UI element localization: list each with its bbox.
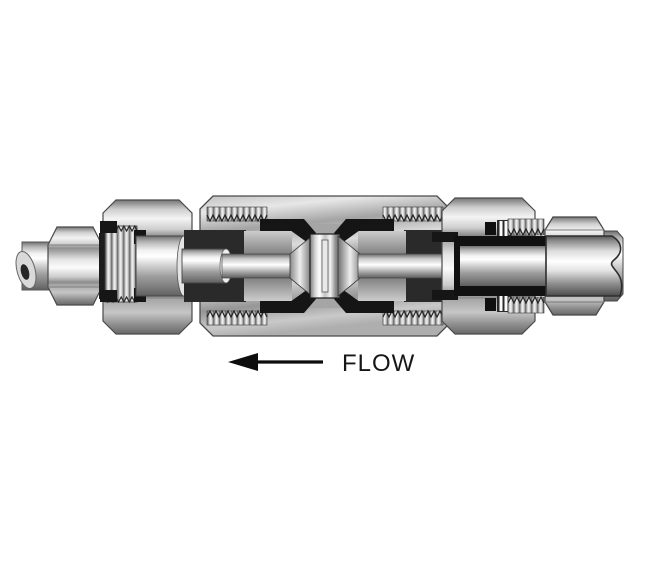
gland-threads-right-top-crest: [507, 227, 545, 237]
tube-wall-section-top: [454, 236, 548, 246]
poppet-slot: [321, 239, 329, 293]
thread-relief-left-bottom: [100, 290, 117, 302]
ferrule-back-top: [485, 222, 496, 235]
tube-nut-small-hex-edges: [48, 244, 102, 288]
tube-nut-right-hex-edges: [545, 229, 604, 303]
tube-outer-with-break: [545, 235, 623, 297]
gland-threads-right-bottom: [507, 296, 545, 314]
left-assembly: [15, 199, 193, 335]
body-internal-threads: [206, 206, 444, 326]
flow-label: FLOW: [342, 350, 415, 377]
cavity-bar-top-left: [260, 219, 298, 231]
nut-thread-gap-left: [99, 233, 105, 299]
cavity-bar-bottom-left: [260, 301, 298, 313]
cavity-bar-top-right: [352, 219, 394, 231]
thread-relief-left-top: [100, 221, 117, 233]
tube-right: [432, 232, 623, 300]
body-threads-bottom-left-crest: [206, 309, 268, 319]
tube-seat-step-top: [432, 232, 458, 242]
bonnet-panel-left-top: [244, 231, 292, 255]
bonnet-panel-left-bottom: [244, 277, 292, 301]
tube-nut-small-left: [47, 226, 103, 306]
ferrule-tick-bottom-2: [504, 296, 508, 311]
gland-threads-right-top: [507, 218, 545, 236]
tube-wall-section-bottom: [454, 286, 548, 296]
bonnet-panel-right-top: [358, 231, 406, 255]
gland-threads-left: [104, 225, 138, 303]
gland-nose: [135, 235, 185, 297]
right-assembly: [432, 197, 624, 335]
cavity-bar-bottom-right: [352, 301, 394, 313]
ferrule-tick-top-2: [504, 221, 508, 236]
gland-threads-right-bottom-crest: [507, 295, 545, 305]
flow-arrow-head: [228, 353, 258, 371]
tube-stub-bore-hole: [20, 264, 30, 280]
ferrule-back-bottom: [485, 298, 496, 311]
stem-left: [221, 253, 293, 279]
tube-end-edge: [454, 236, 460, 296]
flow-annotation: FLOW: [228, 350, 415, 377]
ferrule-tick-bottom-1: [499, 296, 503, 311]
gland-cap: [181, 248, 227, 284]
ferrule-tick-top-1: [499, 221, 503, 236]
tube-bore: [460, 246, 548, 286]
center-body-group: [181, 195, 463, 337]
body-threads-top-left-crest: [206, 213, 268, 223]
tube-seat-step-bottom: [432, 290, 458, 300]
bonnet-panel-right-bottom: [358, 277, 406, 301]
